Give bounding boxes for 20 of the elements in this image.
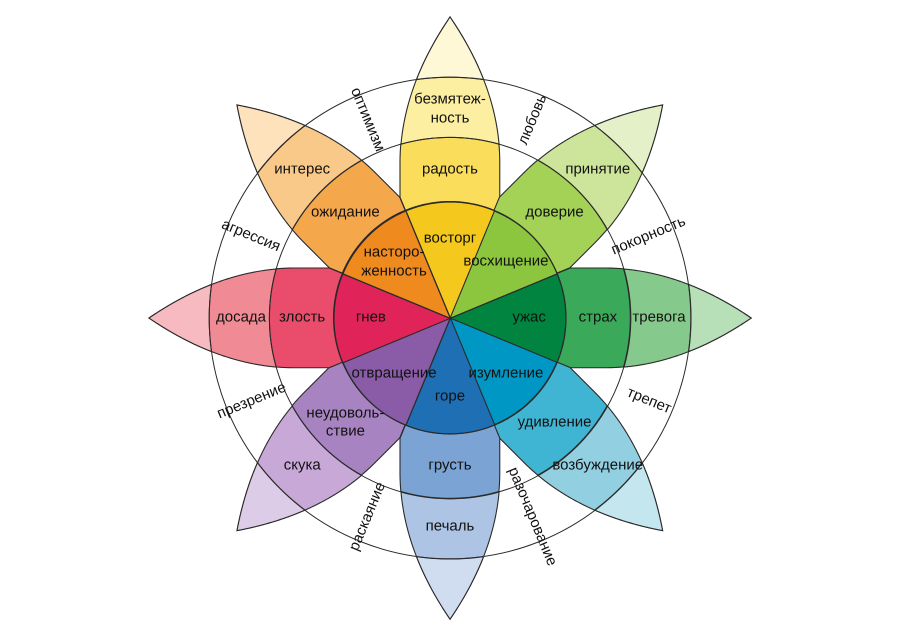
emotion-label: страх bbox=[578, 308, 618, 328]
emotion-label: ожидание bbox=[311, 204, 380, 223]
emotion-label: горе bbox=[434, 388, 466, 406]
emotion-label: ужас bbox=[512, 308, 546, 328]
emotion-label: неудоволь-ствие bbox=[305, 404, 386, 442]
emotion-label: безмятеж-ность bbox=[413, 90, 487, 128]
emotion-label: принятие bbox=[565, 160, 630, 180]
emotion-label: грусть bbox=[428, 456, 472, 476]
emotion-label: скука bbox=[284, 456, 321, 476]
emotion-label: досада bbox=[216, 308, 266, 328]
dyad-label: любовь bbox=[514, 92, 550, 147]
emotion-label: доверие bbox=[525, 204, 584, 223]
emotion-label: тревога bbox=[632, 308, 686, 328]
emotion-label: удивление bbox=[518, 413, 592, 432]
emotion-label: радость bbox=[422, 160, 478, 180]
emotion-label: печаль bbox=[426, 518, 474, 536]
emotion-label: гнев bbox=[356, 308, 386, 328]
dyad-label: трепет bbox=[624, 384, 674, 417]
emotion-label: восторг bbox=[424, 229, 476, 248]
emotion-label: интерес bbox=[274, 160, 330, 180]
